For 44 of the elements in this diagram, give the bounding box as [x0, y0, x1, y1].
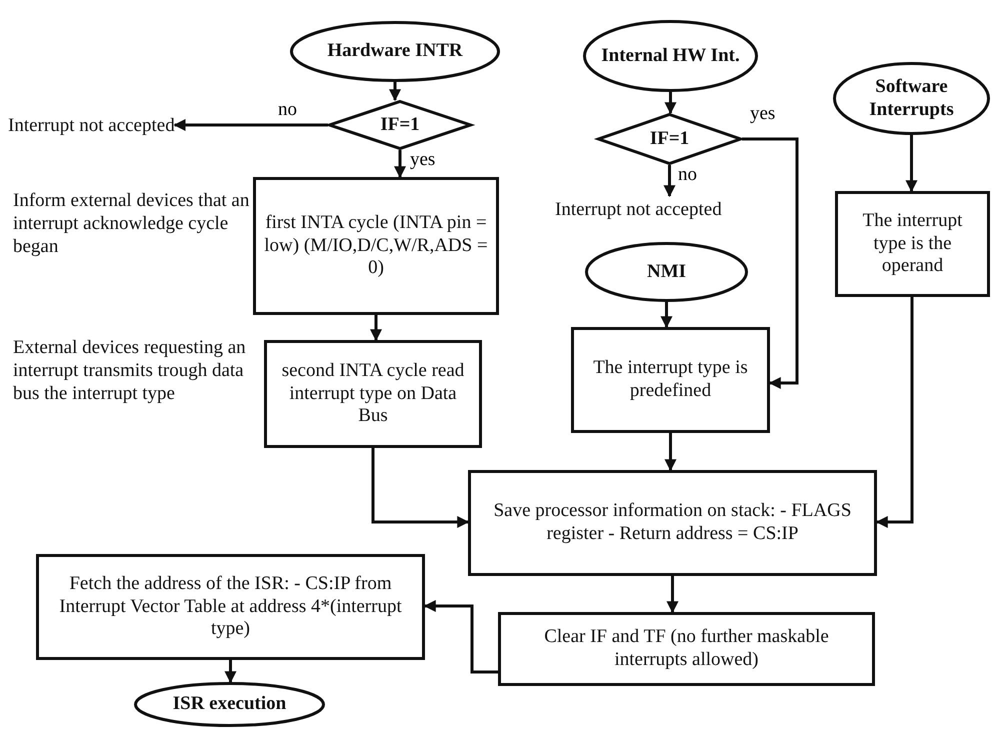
- arrow: [666, 576, 678, 614]
- arrow: [876, 297, 914, 528]
- note-text: External devices requesting an interrupt transmits trough data bus the interrupt type: [13, 336, 247, 406]
- terminal-ellipse: [134, 682, 325, 727]
- node-text: IF=1: [650, 128, 690, 150]
- node-text: The interrupt type is the operand: [862, 210, 964, 278]
- node-text: first INTA cycle (INTA pin = low) (M/IO,D/C,W/R,ADS = 0): [263, 212, 489, 280]
- arrow: [906, 135, 918, 192]
- terminal-ellipse: [833, 62, 990, 135]
- note-text: Inform external devices that an interrupt acknowledge cycle began: [13, 189, 250, 259]
- node-text: Save processor information on stack: - FLAGS register - Return address = CS:IP: [492, 500, 852, 546]
- node-text: Hardware INTR: [327, 40, 463, 63]
- terminal-ellipse: [583, 20, 758, 92]
- outcome-text: Interrupt not accepted: [555, 196, 722, 224]
- arrow: [372, 448, 470, 528]
- process-box: [571, 327, 770, 433]
- node-text: Internal HW Int.: [601, 44, 740, 68]
- terminal-ellipse: [585, 242, 748, 302]
- arrow: [742, 138, 798, 389]
- arrow: [664, 92, 676, 114]
- process-box: [498, 612, 875, 686]
- arrow: [370, 315, 382, 342]
- process-box: [468, 470, 877, 576]
- arrow: [424, 600, 498, 674]
- arrow: [389, 82, 401, 102]
- arrow: [664, 165, 676, 198]
- decision-diamond: [597, 113, 742, 165]
- arrow: [660, 302, 672, 328]
- node-text: The interrupt type is predefined: [592, 357, 749, 403]
- arrow: [224, 660, 236, 684]
- node-text: Clear IF and TF (no further maskable interrupts allowed): [543, 626, 830, 672]
- arrow: [174, 119, 328, 131]
- node-text: NMI: [646, 260, 686, 284]
- node-text: second INTA cycle read interrupt type on Data Bus: [280, 360, 466, 428]
- process-box: [835, 191, 990, 297]
- process-box: [36, 554, 425, 660]
- arrow: [394, 150, 406, 178]
- arrow: [664, 433, 676, 472]
- node-text: ISR execution: [172, 693, 286, 716]
- outcome-text: Interrupt not accepted: [8, 112, 175, 140]
- node-text: Fetch the address of the ISR: - CS:IP from Interrupt Vector Table at address 4*(interrupt type): [58, 572, 403, 642]
- node-text: IF=1: [380, 114, 420, 136]
- terminal-ellipse: [290, 21, 500, 82]
- node-text: Software Interrupts: [868, 76, 955, 122]
